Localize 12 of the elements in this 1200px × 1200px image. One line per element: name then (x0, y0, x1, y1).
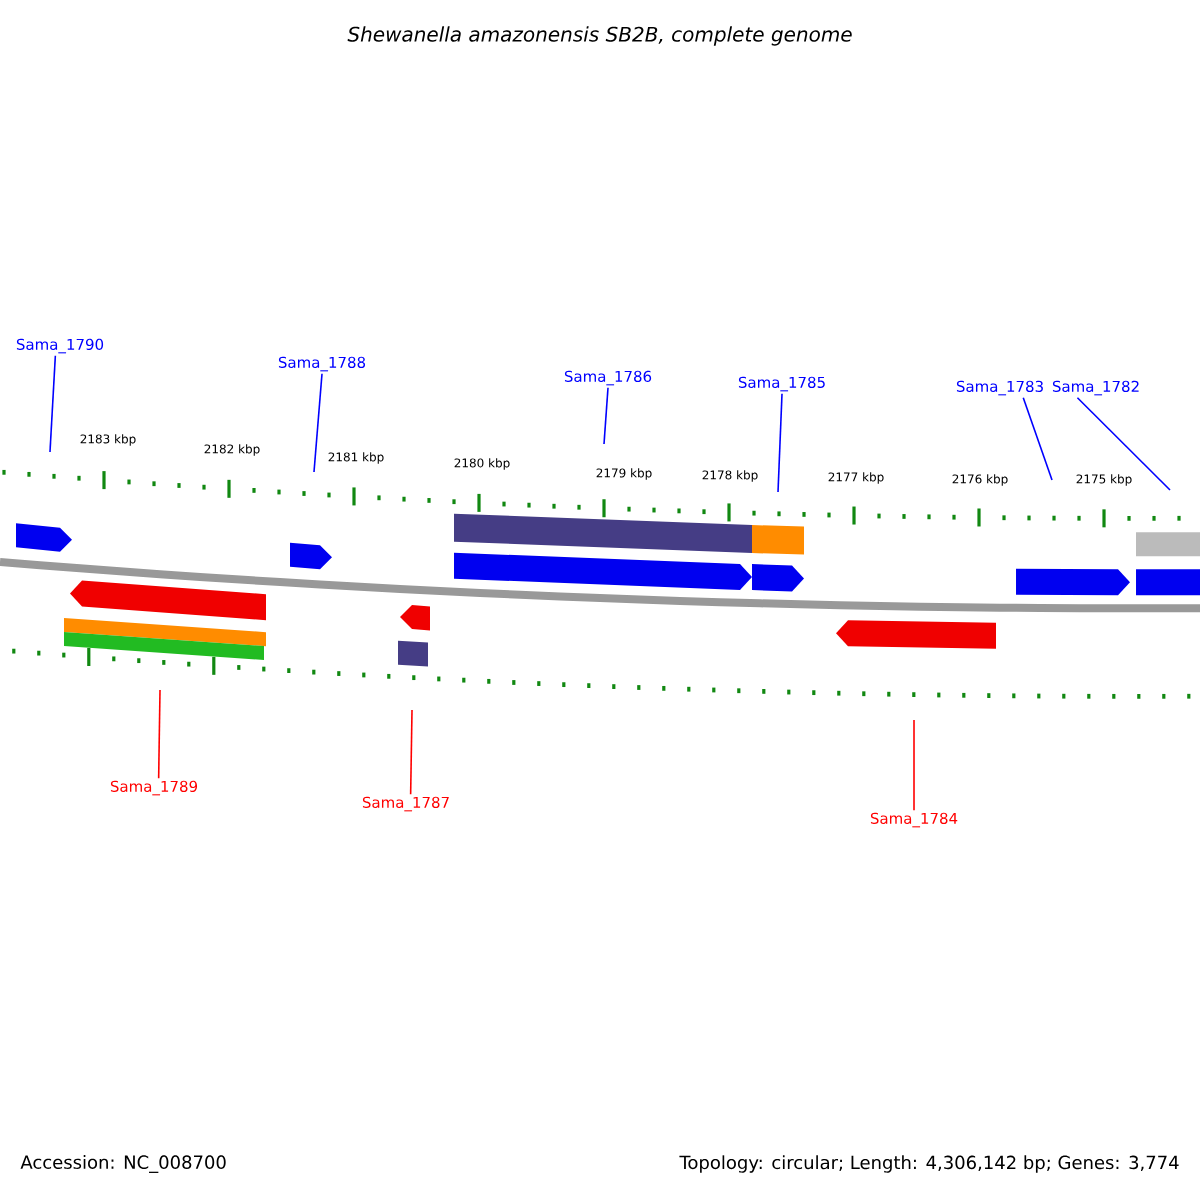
leader-line (603, 386, 609, 445)
footer-text: Topology: circular; Length: 4,306,142 bp; Genes: 3,774 (679, 1155, 1179, 1173)
leader-line (157, 689, 161, 780)
footer-text: Accession: NC_008700 (20, 1155, 226, 1173)
leader-line (409, 709, 413, 796)
leader-line (49, 354, 57, 453)
leader-line (1076, 396, 1171, 491)
title: Shewanella amazonensis SB2B, complete genome (347, 26, 852, 46)
leader-line (1022, 396, 1053, 481)
leader-line (913, 719, 915, 812)
leader-line (313, 372, 323, 473)
leader-line (777, 392, 783, 493)
